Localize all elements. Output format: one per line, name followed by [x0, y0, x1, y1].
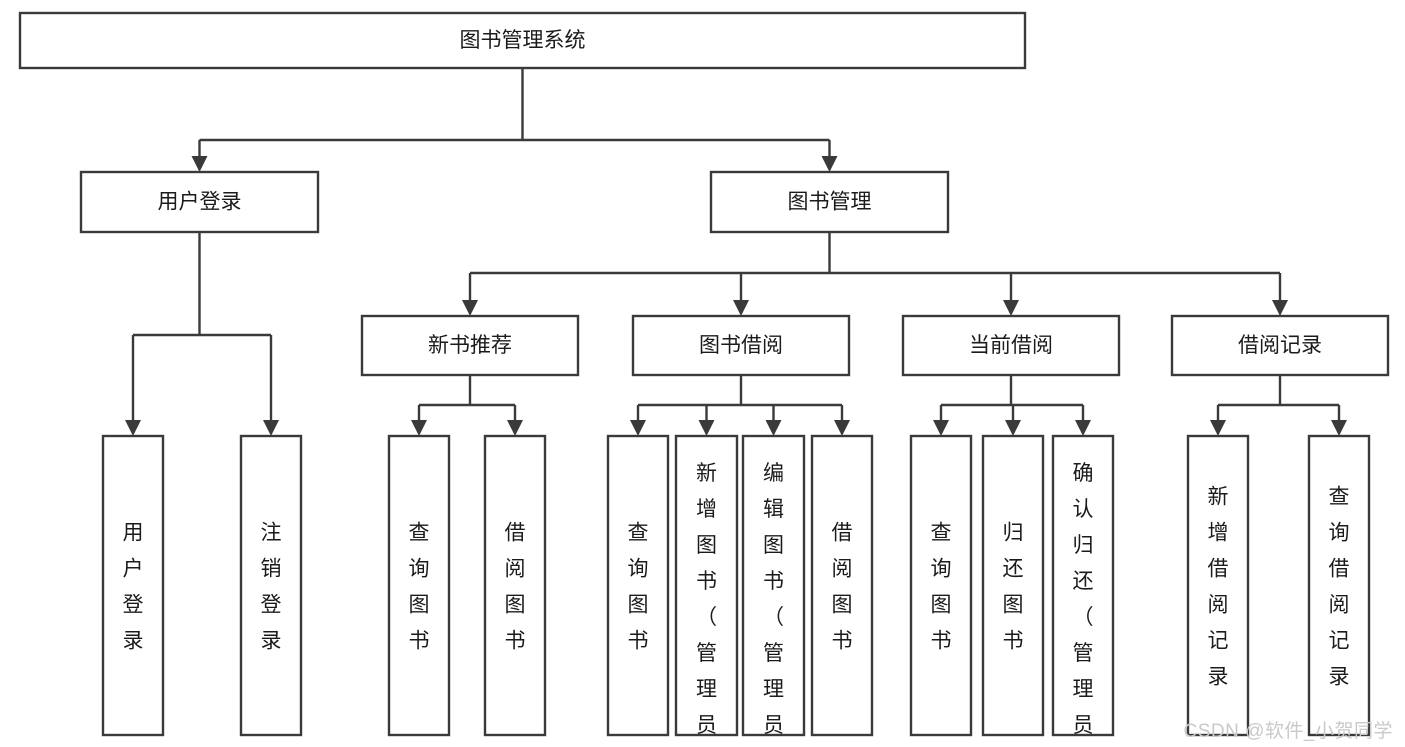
node-book-borrowing-label: 图书借阅: [699, 334, 783, 357]
node-current-borrowing[interactable]: 当前借阅: [901, 314, 1121, 377]
leaf-group-book-borrowing-leaf-borrow-book[interactable]: 借阅图书: [810, 434, 874, 737]
leaf-group-current-borrowing-leaf-return-book[interactable]: 归还图书: [981, 434, 1045, 737]
leaf-group-user-login-leaf-logout-label: 注销登录: [261, 522, 282, 653]
arrow-head-icon: [191, 156, 208, 172]
leaf-group-borrow-records-leaf-add-borrow-record-label: 新增借阅记录: [1208, 486, 1229, 689]
leaf-group-borrow-records-leaf-add-borrow-record[interactable]: 新增借阅记录: [1186, 434, 1250, 737]
arrow-head-icon: [933, 420, 949, 436]
arrow-head-icon: [263, 420, 279, 436]
node-user-login-label: 用户登录: [158, 191, 242, 214]
leaf-group-current-borrowing-leaf-return-book-label: 归还图书: [1003, 522, 1024, 653]
leaf-group-book-borrowing-leaf-edit-book-admin[interactable]: 编辑图书（管理员）: [741, 434, 806, 747]
arrow-head-icon: [1331, 420, 1347, 436]
arrow-head-icon: [1210, 420, 1226, 436]
node-book-management-label: 图书管理: [788, 191, 872, 214]
arrow-head-icon: [1272, 300, 1288, 316]
arrow-head-icon: [733, 300, 749, 316]
leaf-group-current-borrowing-leaf-query-book[interactable]: 查询图书: [909, 434, 973, 737]
arrow-head-icon: [507, 420, 523, 436]
leaf-group-new-book-recommendation-leaf-query-book[interactable]: 查询图书: [387, 434, 451, 737]
connector-layer: [125, 68, 1347, 436]
arrow-head-icon: [462, 300, 478, 316]
node-new-book-recommendation-label: 新书推荐: [428, 334, 512, 357]
node-borrow-records-label: 借阅记录: [1238, 334, 1322, 357]
node-new-book-recommendation[interactable]: 新书推荐: [360, 314, 580, 377]
leaf-group-user-login-leaf-user-login-label: 用户登录: [123, 522, 144, 653]
leaf-group-user-login-leaf-user-login[interactable]: 用户登录: [101, 434, 165, 737]
node-current-borrowing-label: 当前借阅: [969, 334, 1053, 357]
leaf-group-book-borrowing-leaf-add-book-admin-label: 新增图书（管理员）: [696, 462, 717, 747]
leaf-group-book-borrowing-leaf-add-book-admin[interactable]: 新增图书（管理员）: [674, 434, 739, 747]
leaf-group-borrow-records-leaf-query-borrow-record-label: 查询借阅记录: [1329, 486, 1350, 689]
arrow-head-icon: [765, 420, 782, 436]
arrow-head-icon: [1005, 420, 1021, 436]
leaf-group-new-book-recommendation-leaf-borrow-book-label: 借阅图书: [505, 522, 526, 653]
node-borrow-records[interactable]: 借阅记录: [1170, 314, 1390, 377]
leaf-group-current-borrowing-leaf-query-book-label: 查询图书: [931, 522, 952, 653]
leaf-group-book-borrowing-leaf-borrow-book-label: 借阅图书: [832, 522, 853, 653]
leaf-group-borrow-records-leaf-query-borrow-record[interactable]: 查询借阅记录: [1307, 434, 1371, 737]
leaf-group-book-borrowing-leaf-query-book-label: 查询图书: [628, 522, 649, 653]
root-node-library-management-system[interactable]: 图书管理系统: [18, 11, 1027, 70]
arrow-head-icon: [821, 156, 838, 172]
arrow-head-icon: [125, 420, 141, 436]
node-user-login[interactable]: 用户登录: [79, 170, 320, 234]
arrow-head-icon: [1003, 300, 1019, 316]
leaf-group-book-borrowing-leaf-query-book[interactable]: 查询图书: [606, 434, 670, 737]
leaf-group-current-borrowing-leaf-confirm-return-admin-label: 确认归还（管理员）: [1073, 462, 1094, 747]
node-book-borrowing[interactable]: 图书借阅: [631, 314, 851, 377]
leaf-group-book-borrowing-leaf-edit-book-admin-label: 编辑图书（管理员）: [763, 462, 784, 747]
node-book-management[interactable]: 图书管理: [709, 170, 950, 234]
arrow-head-icon: [411, 420, 427, 436]
arrow-head-icon: [630, 420, 646, 436]
leaf-group-current-borrowing-leaf-confirm-return-admin[interactable]: 确认归还（管理员）: [1051, 434, 1115, 747]
leaf-group-new-book-recommendation-leaf-query-book-label: 查询图书: [409, 522, 430, 653]
arrow-head-icon: [1075, 420, 1091, 436]
watermark-label: CSDN @软件_小贺同学: [1183, 721, 1393, 742]
node-layer: 图书管理系统用户登录图书管理新书推荐图书借阅当前借阅借阅记录用户登录注销登录查询…: [18, 11, 1390, 747]
arrow-head-icon: [834, 420, 850, 436]
leaf-group-user-login-leaf-logout[interactable]: 注销登录: [239, 434, 303, 737]
arrow-head-icon: [698, 420, 715, 436]
leaf-group-new-book-recommendation-leaf-borrow-book[interactable]: 借阅图书: [483, 434, 547, 737]
root-node-library-management-system-label: 图书管理系统: [460, 29, 586, 52]
